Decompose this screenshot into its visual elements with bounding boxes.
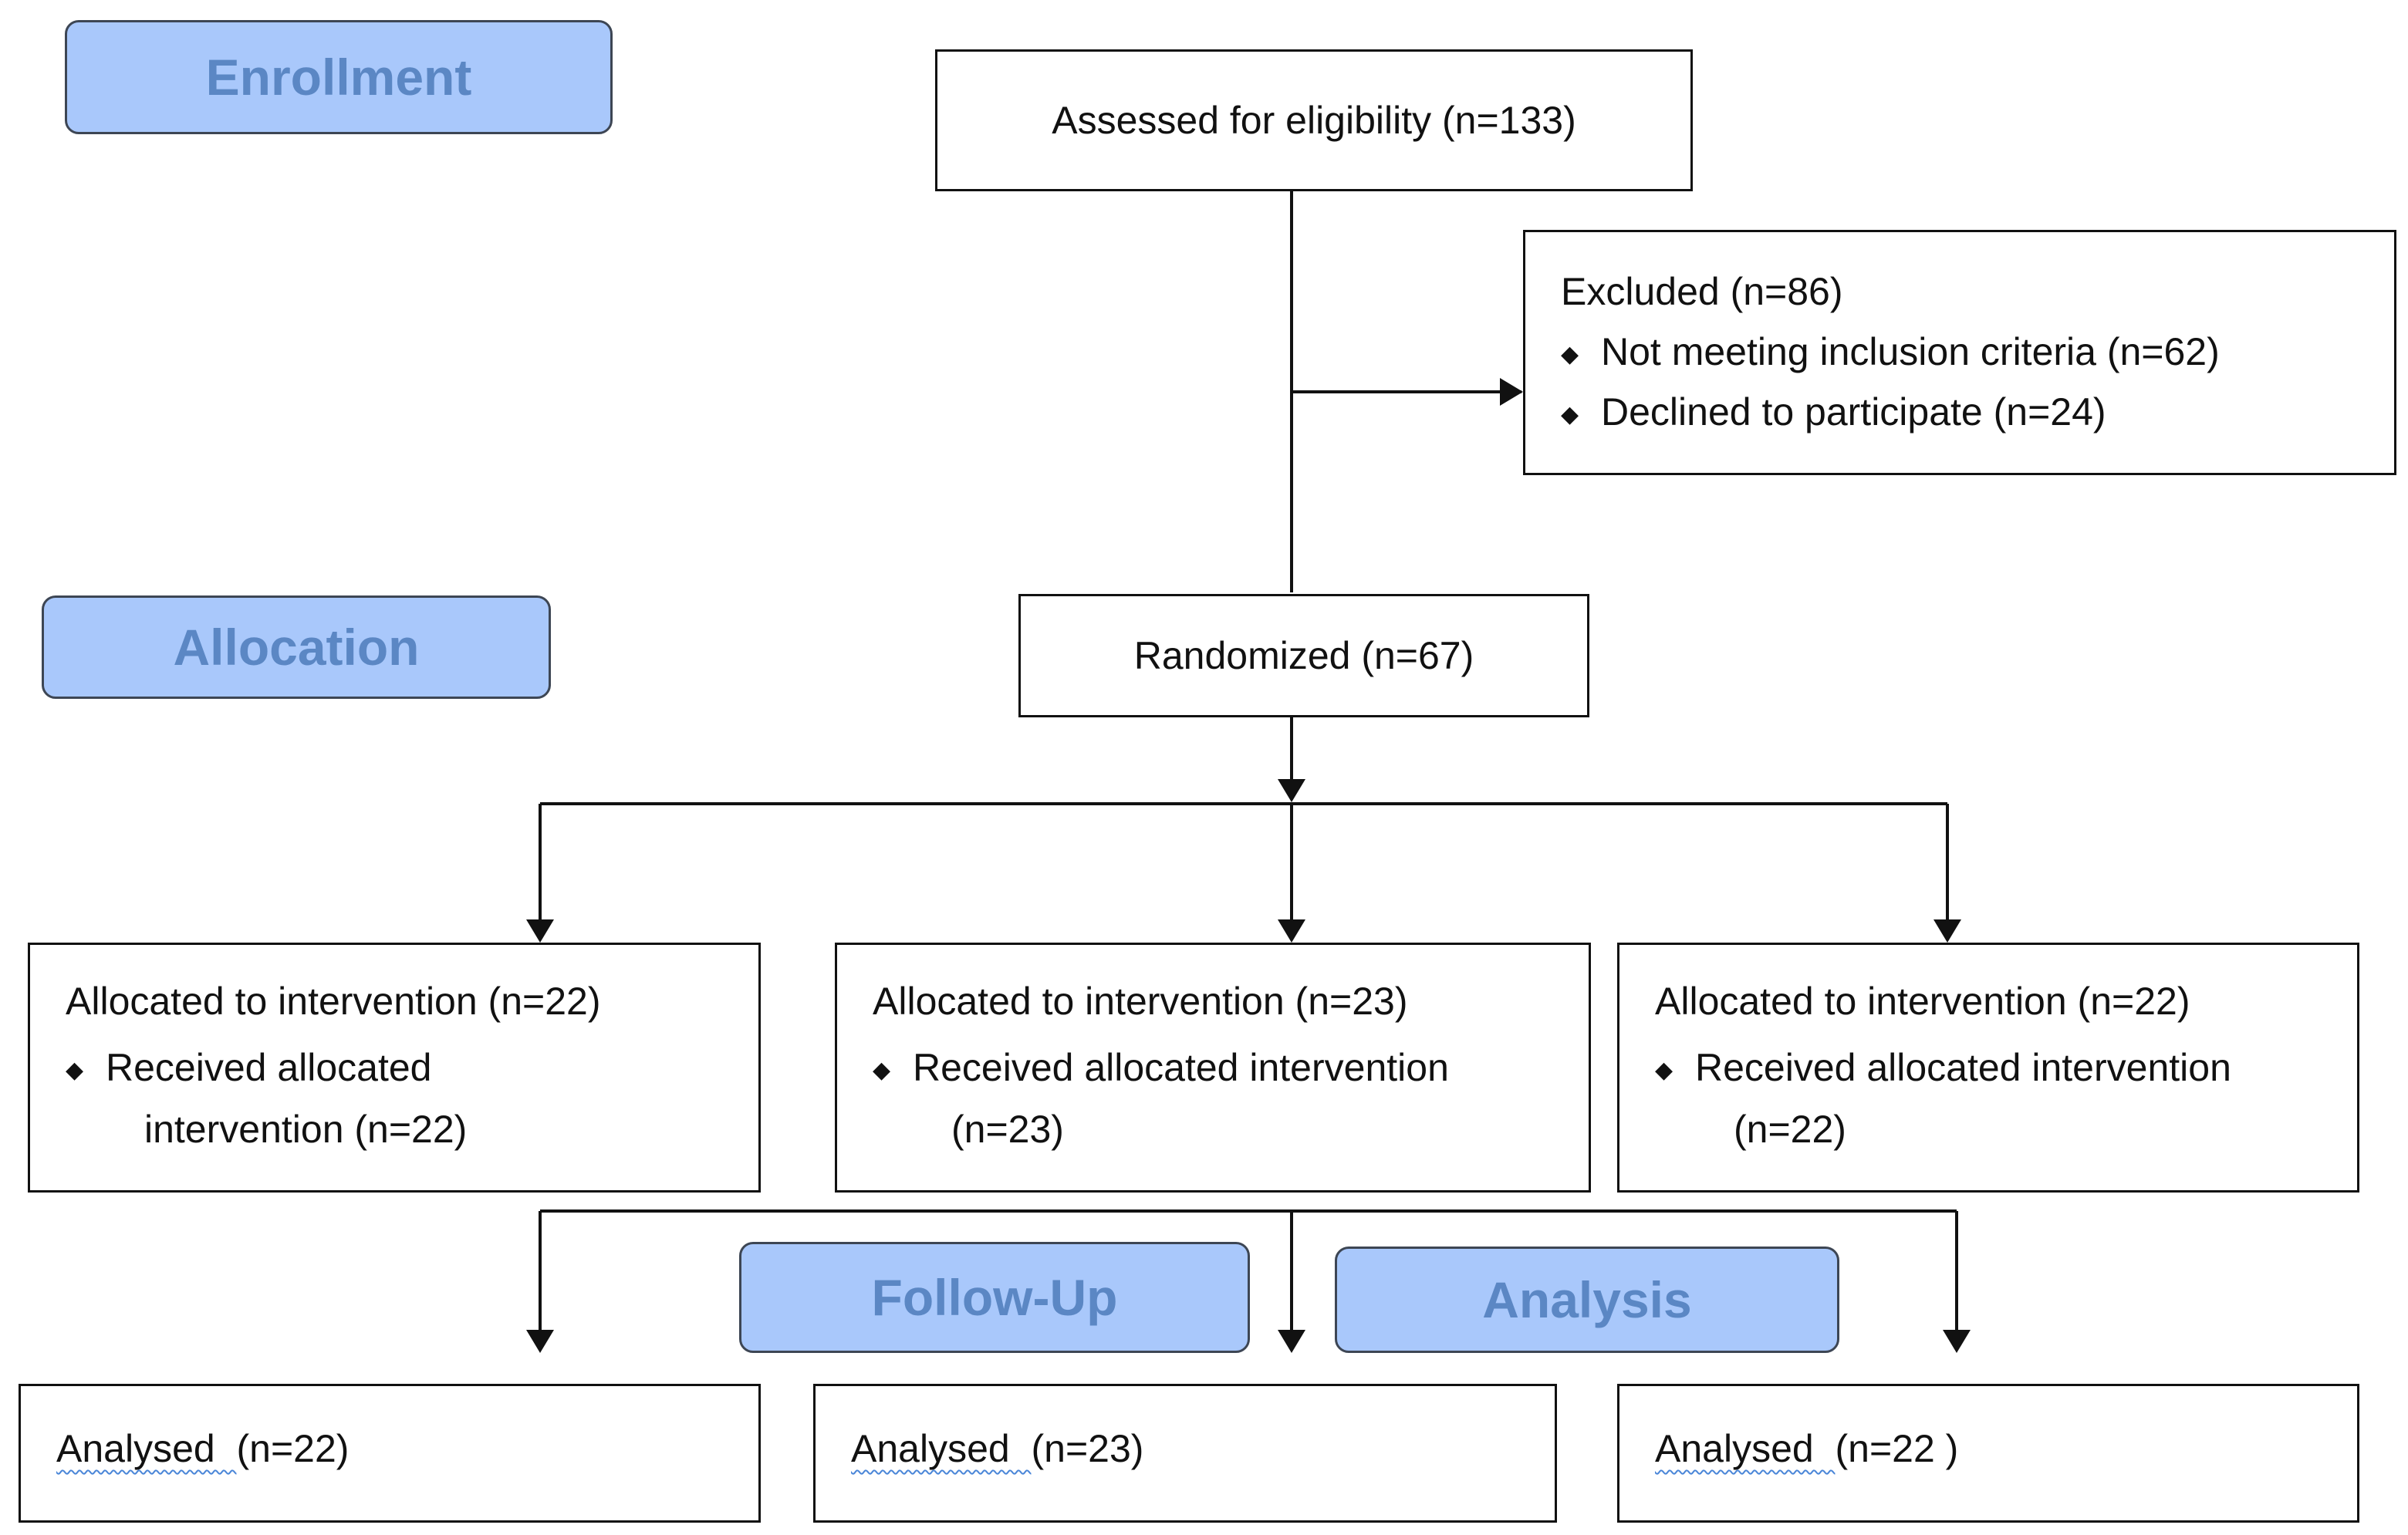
assessed-box: Assessed for eligibility (n=133) bbox=[935, 49, 1693, 191]
randomized-text: Randomized (n=67) bbox=[1133, 633, 1474, 677]
allocated-received-text: Received allocated bbox=[106, 1046, 432, 1089]
excluded-item: ◆ Declined to participate (n=24) bbox=[1561, 388, 2106, 437]
allocated-received: ◆ Received allocated intervention bbox=[1655, 1044, 2231, 1092]
randomized-arrowhead bbox=[1278, 779, 1305, 802]
to-excluded-arrowhead bbox=[1500, 378, 1523, 406]
allocated-title: Allocated to intervention (n=23) bbox=[873, 980, 1408, 1023]
analysed-line: Analysed (n=22 ) bbox=[1655, 1425, 1958, 1473]
analysed-box-3: Analysed (n=22 ) bbox=[1617, 1384, 2359, 1523]
analysed-label: Analysed bbox=[1655, 1427, 1836, 1470]
phase-allocation: Allocation bbox=[42, 595, 551, 699]
analysed-box-1: Analysed (n=22) bbox=[19, 1384, 761, 1523]
analysed-label: Analysed bbox=[56, 1427, 237, 1470]
phase-analysis: Analysis bbox=[1335, 1247, 1839, 1353]
analysed-line: Analysed (n=23) bbox=[851, 1425, 1143, 1473]
allocated-received-cont: (n=23) bbox=[951, 1108, 1064, 1151]
to-alloc-3-arrowhead bbox=[1933, 919, 1961, 943]
to-alloc-2-arrowhead bbox=[1278, 919, 1305, 943]
allocated-title: Allocated to intervention (n=22) bbox=[66, 980, 601, 1023]
allocated-box-2: Allocated to intervention (n=23) ◆ Receiv… bbox=[835, 943, 1591, 1193]
allocated-received-cont: intervention (n=22) bbox=[144, 1108, 468, 1151]
bullet-icon: ◆ bbox=[1561, 342, 1579, 368]
allocated-received-cont: (n=22) bbox=[1734, 1108, 1846, 1151]
phase-follow-up: Follow-Up bbox=[739, 1242, 1250, 1353]
phase-allocation-label: Allocation bbox=[173, 619, 420, 676]
randomized-box: Randomized (n=67) bbox=[1018, 594, 1589, 717]
allocated-title: Allocated to intervention (n=22) bbox=[1655, 980, 2190, 1023]
excluded-title: Excluded (n=86) bbox=[1561, 270, 1843, 313]
allocated-received-text: Received allocated intervention bbox=[913, 1046, 1449, 1089]
to-alloc-1-arrowhead bbox=[526, 919, 554, 943]
analysed-count: (n=22) bbox=[236, 1427, 350, 1470]
analysed-box-2: Analysed (n=23) bbox=[813, 1384, 1557, 1523]
allocated-box-1: Allocated to intervention (n=22) ◆ Receiv… bbox=[28, 943, 761, 1193]
excluded-item-text: Not meeting inclusion criteria (n=62) bbox=[1601, 330, 2220, 373]
phase-enrollment: Enrollment bbox=[65, 20, 613, 134]
allocated-received: ◆ Received allocated bbox=[66, 1044, 432, 1092]
excluded-item-text: Declined to participate (n=24) bbox=[1601, 390, 2106, 434]
bullet-icon: ◆ bbox=[1655, 1058, 1673, 1084]
analysed-label: Analysed bbox=[851, 1427, 1032, 1470]
excluded-item: ◆ Not meeting inclusion criteria (n=62) bbox=[1561, 328, 2220, 376]
allocated-box-3: Allocated to intervention (n=22) ◆ Receiv… bbox=[1617, 943, 2359, 1193]
to-analysed-2-arrowhead bbox=[1278, 1330, 1305, 1353]
to-analysed-3-arrowhead bbox=[1943, 1330, 1971, 1353]
phase-enrollment-label: Enrollment bbox=[205, 49, 472, 106]
analysed-count: (n=22 ) bbox=[1835, 1427, 1959, 1470]
phase-follow-up-label: Follow-Up bbox=[871, 1269, 1118, 1326]
bullet-icon: ◆ bbox=[1561, 402, 1579, 428]
allocated-received-text: Received allocated intervention bbox=[1695, 1046, 2231, 1089]
to-analysed-1-arrowhead bbox=[526, 1330, 554, 1353]
allocated-received: ◆ Received allocated intervention bbox=[873, 1044, 1449, 1092]
analysed-count: (n=23) bbox=[1031, 1427, 1144, 1470]
phase-analysis-label: Analysis bbox=[1482, 1271, 1692, 1328]
analysed-line: Analysed (n=22) bbox=[56, 1425, 349, 1473]
assessed-text: Assessed for eligibility (n=133) bbox=[1052, 98, 1576, 142]
bullet-icon: ◆ bbox=[66, 1058, 84, 1084]
bullet-icon: ◆ bbox=[873, 1058, 891, 1084]
excluded-box: Excluded (n=86) ◆ Not meeting inclusion c… bbox=[1523, 230, 2396, 475]
